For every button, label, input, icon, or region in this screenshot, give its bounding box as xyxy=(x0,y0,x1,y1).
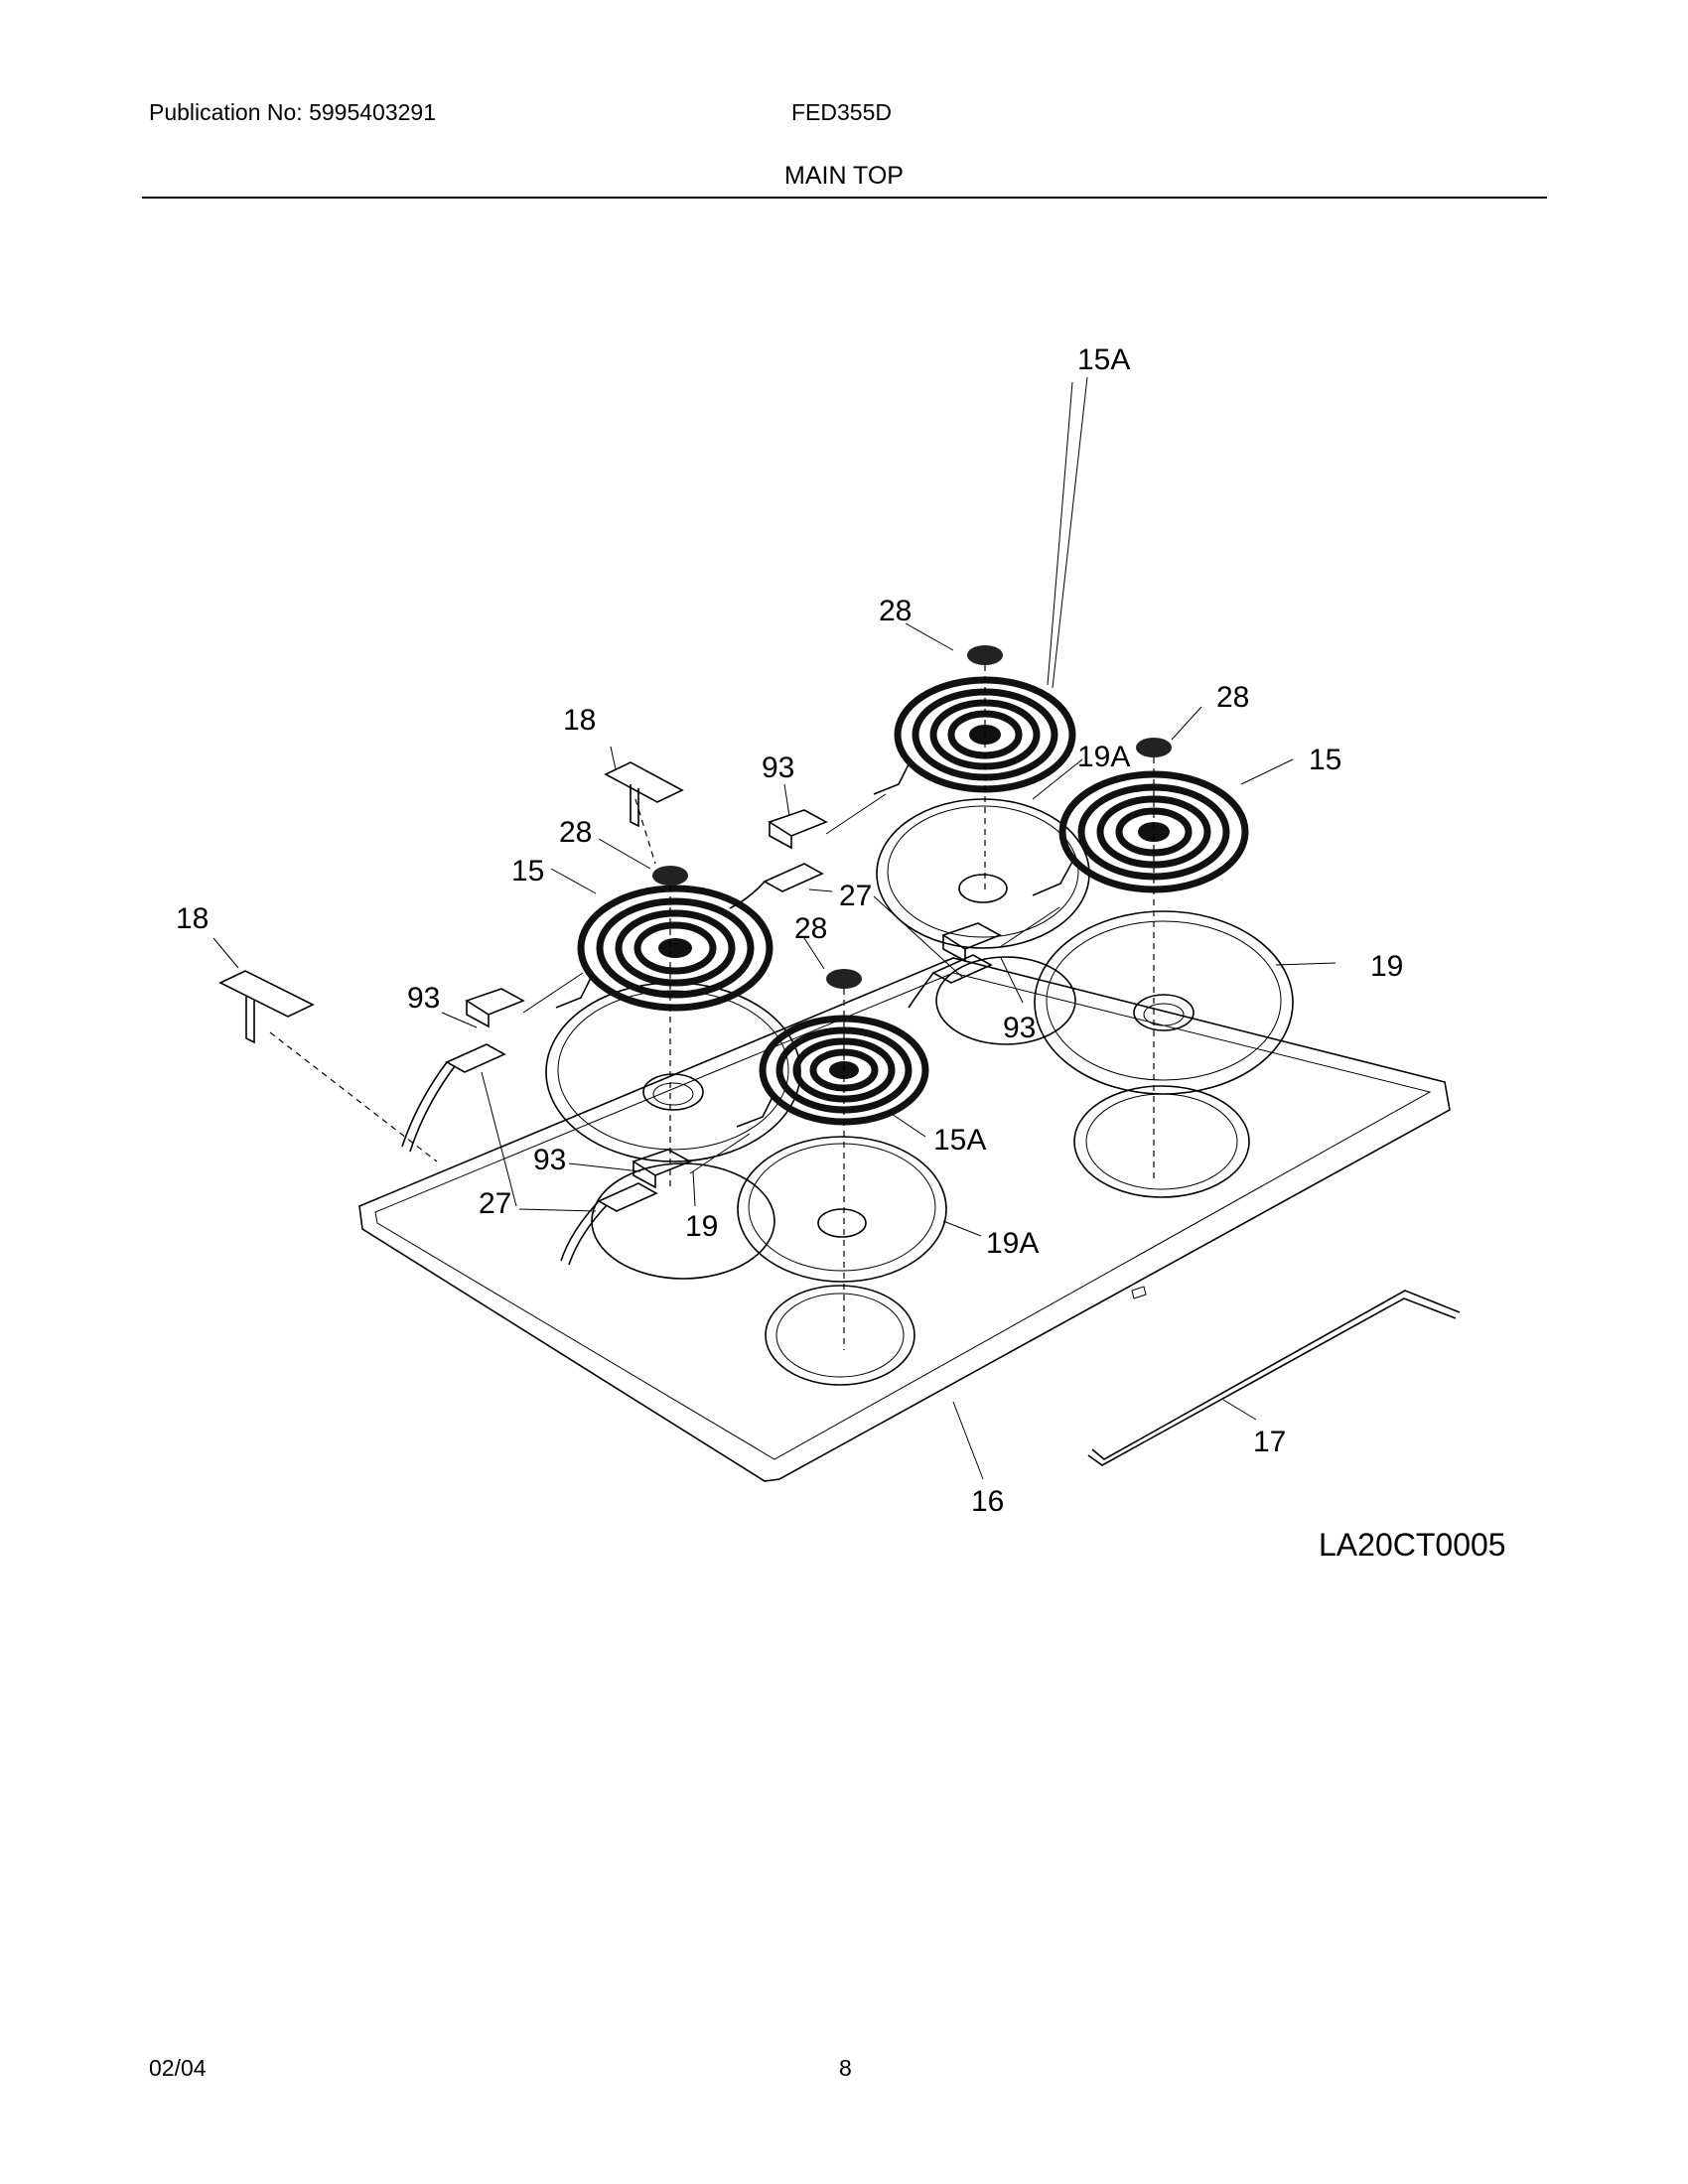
page-number: 8 xyxy=(839,2055,852,2081)
brackets-18 xyxy=(218,761,684,1044)
surface-element-15A-top xyxy=(873,676,1076,795)
callout-28: 28 xyxy=(794,912,827,945)
callout-93: 93 xyxy=(762,751,794,784)
section-title: MAIN TOP xyxy=(784,162,904,190)
callout-27: 27 xyxy=(839,880,872,912)
callout-93: 93 xyxy=(407,982,440,1015)
callout-28: 28 xyxy=(879,595,912,627)
footer-date: 02/04 xyxy=(149,2055,207,2081)
callout-15A: 15A xyxy=(933,1124,986,1157)
drip-bowl-19A-front xyxy=(737,1136,947,1283)
callout-19: 19 xyxy=(1370,950,1403,983)
surface-element-15-right xyxy=(1032,770,1249,896)
callout-18: 18 xyxy=(563,704,596,737)
cooktop-panel xyxy=(358,956,1451,1482)
receptacles-93 xyxy=(465,793,1060,1189)
callout-17: 17 xyxy=(1253,1426,1286,1458)
publication-number: Publication No: 5995403291 xyxy=(149,99,437,125)
assembly-centerlines xyxy=(269,665,1155,1350)
header-rule xyxy=(142,197,1547,199)
callout-15: 15 xyxy=(1309,744,1341,776)
callout-19A: 19A xyxy=(1077,741,1130,773)
callout-19A: 19A xyxy=(986,1227,1039,1260)
surface-element-15-left xyxy=(555,885,774,1012)
support-rod xyxy=(1087,1290,1461,1466)
drip-bowl-19-right xyxy=(1034,910,1294,1095)
model-number: FED355D xyxy=(791,99,892,125)
diagram-code: LA20CT0005 xyxy=(1319,1527,1506,1563)
callout-18: 18 xyxy=(176,902,209,935)
callout-15: 15 xyxy=(511,855,544,887)
callout-28: 28 xyxy=(559,816,592,849)
callout-19: 19 xyxy=(685,1210,718,1243)
callouts: 28 15A 28 15 19A 18 93 28 15 27 28 19 18… xyxy=(176,343,1403,1518)
callout-93: 93 xyxy=(1003,1012,1036,1044)
leader-lines xyxy=(212,376,1336,1480)
callout-28: 28 xyxy=(1216,681,1249,714)
surface-element-15A-front xyxy=(736,1015,929,1128)
callout-16: 16 xyxy=(971,1485,1004,1518)
caps-28 xyxy=(652,645,1172,989)
callout-15A: 15A xyxy=(1077,343,1130,376)
callout-27: 27 xyxy=(479,1187,511,1220)
callout-93: 93 xyxy=(533,1144,566,1176)
